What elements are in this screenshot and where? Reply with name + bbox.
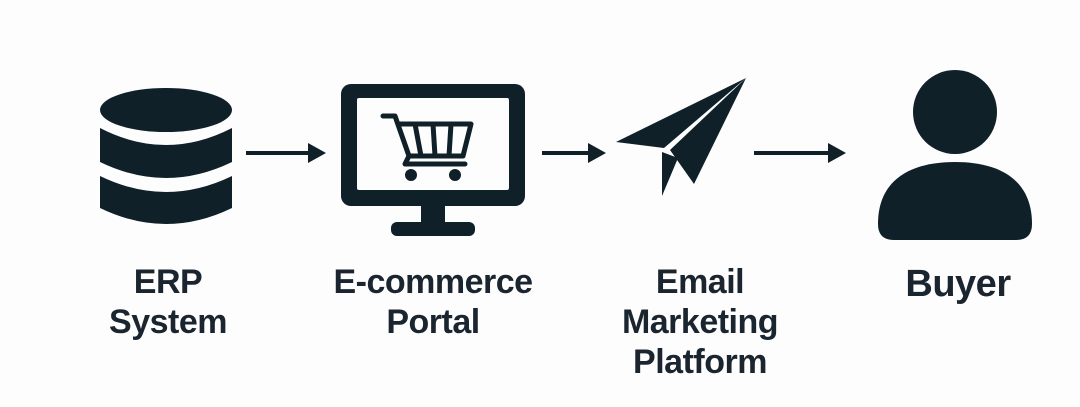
- erp-system-label: ERP System: [70, 262, 266, 342]
- flow-arrow-3: [754, 143, 846, 163]
- database-icon: [100, 88, 232, 224]
- buyer-label: Buyer: [870, 264, 1046, 304]
- label-line: Portal: [386, 303, 480, 341]
- user-icon: [878, 70, 1032, 240]
- label-line: System: [109, 303, 227, 341]
- label-line: Email: [655, 263, 745, 301]
- ecommerce-portal-label: E-commerce Portal: [300, 262, 566, 342]
- label-line: Marketing: [621, 303, 779, 341]
- monitor-cart-icon: [341, 84, 525, 236]
- flow-arrow-2: [542, 143, 606, 163]
- paper-plane-icon: [616, 78, 746, 196]
- label-line: E-commerce: [333, 263, 533, 301]
- email-marketing-platform-label: Email Marketing Platform: [590, 262, 810, 382]
- label-line: ERP: [133, 263, 203, 301]
- label-line: Platform: [633, 343, 767, 381]
- label-line: Buyer: [905, 263, 1011, 305]
- flow-arrow-1: [246, 143, 326, 163]
